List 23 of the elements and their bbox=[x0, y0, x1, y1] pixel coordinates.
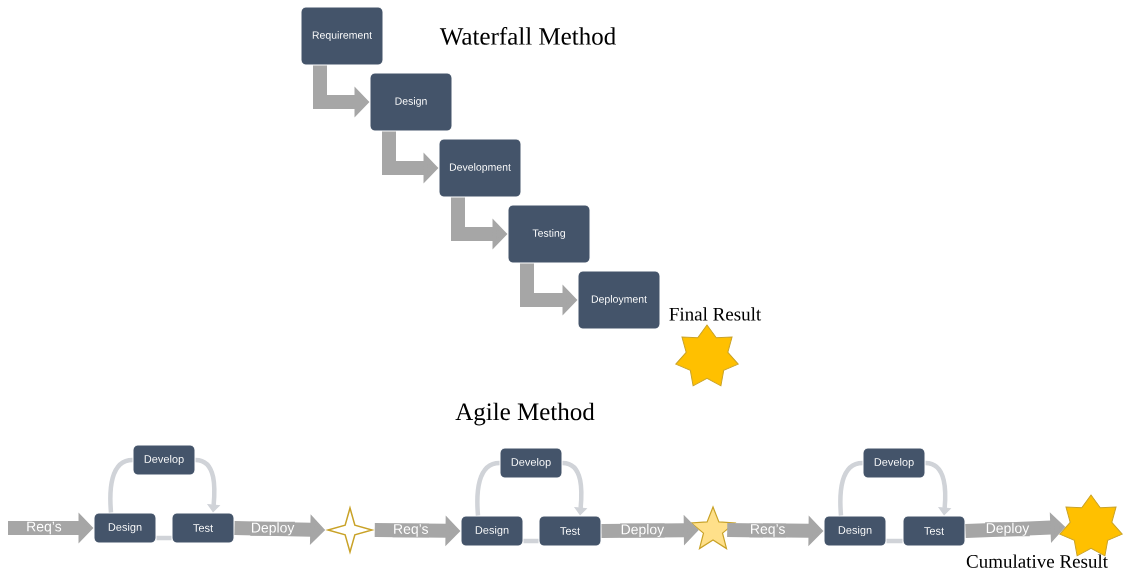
process-box: Design bbox=[369, 72, 453, 132]
process-box: Deployment bbox=[577, 270, 661, 330]
process-box: Test bbox=[902, 515, 966, 547]
process-box: Testing bbox=[507, 204, 591, 264]
edge-label: Req’s bbox=[25, 521, 63, 535]
process-box: Develop bbox=[499, 447, 563, 479]
diagram-title: Waterfall Method bbox=[439, 27, 616, 45]
process-box: Design bbox=[460, 515, 524, 547]
node-label: Cumulative Result bbox=[966, 554, 1108, 568]
process-box: Development bbox=[438, 138, 522, 198]
node-label: Final Result bbox=[669, 307, 762, 321]
process-box: Requirement bbox=[300, 6, 384, 66]
process-box: Design bbox=[93, 512, 157, 544]
process-box: Develop bbox=[862, 447, 926, 479]
edge-label: Deploy bbox=[620, 523, 665, 538]
process-box: Test bbox=[171, 512, 235, 544]
process-box: Develop bbox=[132, 444, 196, 476]
process-box: Test bbox=[538, 515, 602, 547]
result-star: Final Result bbox=[669, 307, 762, 387]
edge-label: Deploy bbox=[250, 521, 295, 536]
section-heading: Agile Method bbox=[455, 402, 595, 426]
edge-label: Deploy bbox=[985, 522, 1030, 537]
process-box: Design bbox=[823, 515, 887, 547]
